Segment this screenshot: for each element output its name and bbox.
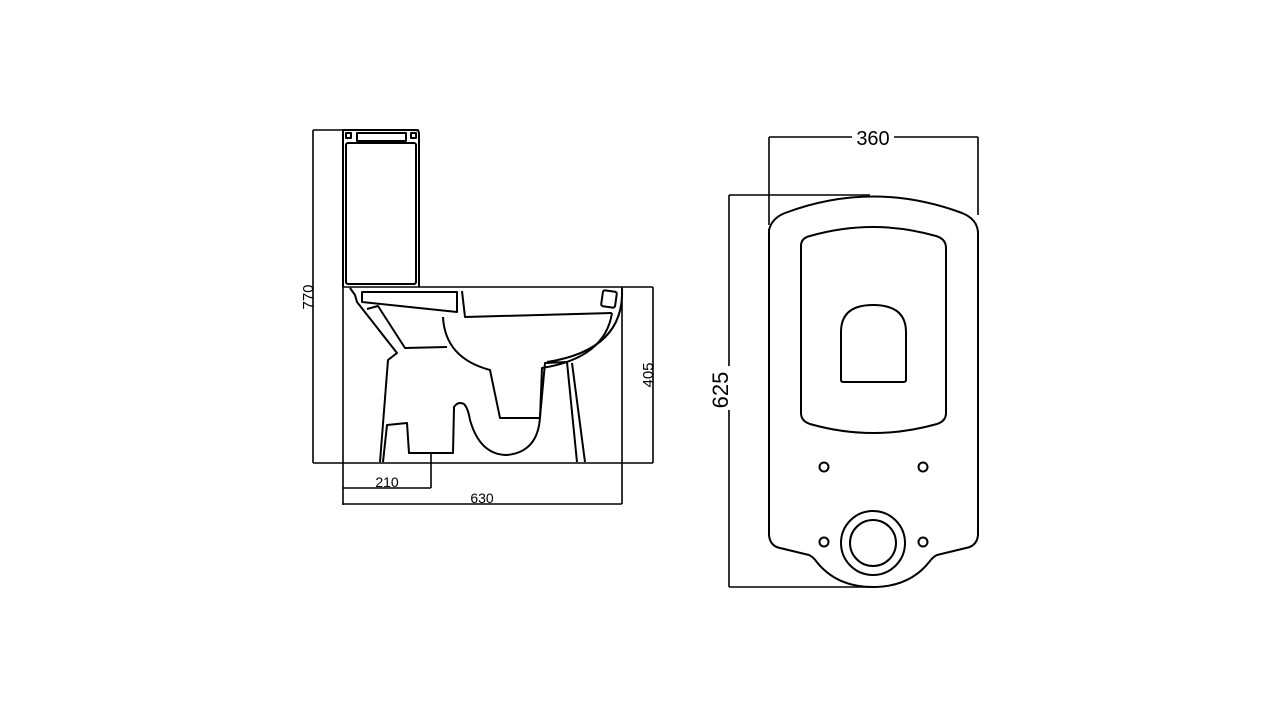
outlet-outer bbox=[840, 510, 906, 576]
dim-outlet-distance: 210 bbox=[375, 474, 399, 490]
top-view: 360 625 bbox=[708, 127, 979, 588]
side-view: 770 405 210 630 bbox=[300, 129, 657, 506]
dim-length: 625 bbox=[708, 372, 733, 409]
pan-outline bbox=[768, 195, 979, 588]
dim-overall-depth: 630 bbox=[470, 490, 494, 506]
dim-bowl-height: 405 bbox=[640, 362, 657, 387]
fixing-hole bbox=[818, 461, 830, 473]
outlet-inner bbox=[849, 519, 897, 567]
cistern bbox=[342, 129, 420, 287]
top-dimension-lines bbox=[728, 136, 979, 588]
bowl-opening bbox=[840, 304, 907, 383]
bowl-body bbox=[349, 287, 624, 463]
fixing-hole bbox=[818, 536, 830, 548]
dim-width: 360 bbox=[856, 128, 889, 150]
seat-outline bbox=[800, 226, 947, 434]
dim-overall-height: 770 bbox=[300, 284, 317, 309]
fixing-hole bbox=[917, 461, 929, 473]
fixing-hole bbox=[917, 536, 929, 548]
